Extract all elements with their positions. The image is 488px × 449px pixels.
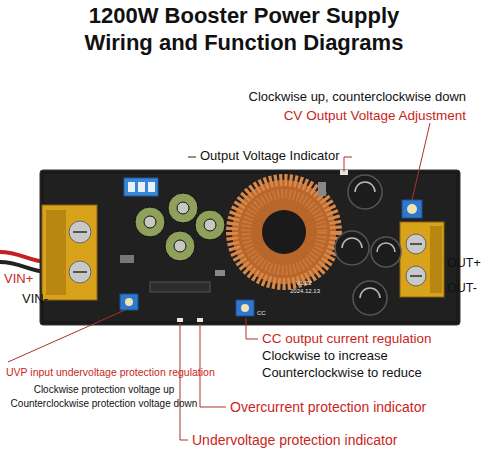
terminal-label: OUT+ [447,256,481,270]
diagram-title: 1200W Booster Power Supply Wiring and Fu… [54,2,434,56]
function-label: UVP input undervoltage protection regula… [6,366,215,378]
note-text: Clockwise protection voltage up [34,384,175,396]
note-text: Clockwise up, counterclockwise down [249,90,466,105]
note-text: Counterclockwise protection voltage down [11,398,198,410]
terminal-label: VIN- [22,292,48,307]
note-text: Clockwise to increase [262,349,388,364]
function-label: Output Voltage Indicator [200,149,339,164]
indicator-label: Undervoltage protection indicator [192,432,397,448]
silkscreen-text: 2024.12.13 [290,288,320,295]
indicator-label: Overcurrent protection indicator [230,399,426,415]
function-label: CC output current regulation [262,331,432,347]
silkscreen-text: CC [257,310,266,317]
terminal-label: VIN+ [4,272,33,287]
silkscreen-text: V1.02 [296,280,312,287]
terminal-label: OUT- [447,281,477,295]
function-label: CV Output Voltage Adjustment [284,108,466,124]
note-text: Counterclockwise to reduce [262,366,422,381]
